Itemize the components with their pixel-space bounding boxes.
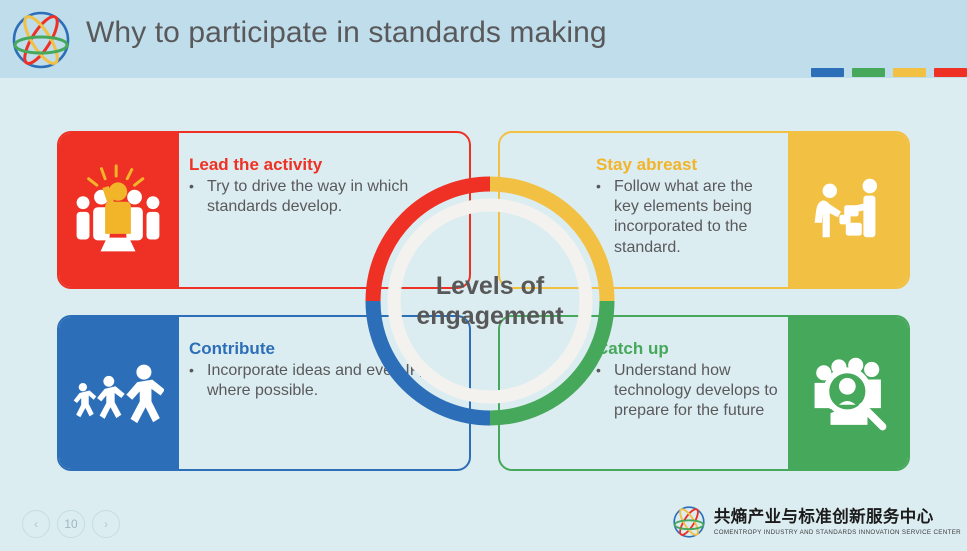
bullet-text: Incorporate ideas and even IP, where pos…	[207, 361, 423, 400]
header-band	[0, 0, 967, 78]
card-lead-body: Lead the activity • Try to drive the way…	[189, 133, 451, 287]
card-catchup-heading: Catch up	[596, 339, 669, 358]
card-lead-bullet: • Try to drive the way in which standard…	[189, 177, 451, 218]
page-title: Why to participate in standards making	[86, 16, 607, 49]
bullet-marker: •	[596, 177, 601, 194]
header-colorbars	[811, 68, 967, 77]
levels-of-engagement-donut: Levels of engagement	[357, 168, 623, 434]
chevron-right-icon[interactable]: ›	[92, 510, 120, 538]
card-stay-bullet: • Follow what are the key elements being…	[596, 177, 778, 259]
bullet-text: Understand how technology develops to pr…	[614, 361, 778, 420]
atom-orbit-logo-icon	[10, 9, 72, 71]
card-catchup-bullet: • Understand how technology develops to …	[596, 361, 778, 422]
brand-name-cn: 共熵产业与标准创新服务中心	[713, 508, 934, 527]
bullet-marker: •	[596, 361, 601, 378]
segment-blue	[365, 300, 491, 426]
brand-name-en: COMENTROPY INDUSTRY AND STANDARDS INNOVA…	[713, 528, 961, 536]
bar-yellow	[893, 68, 926, 77]
card-stay-body: Stay abreast • Follow what are the key e…	[596, 133, 778, 287]
two-people-handover-icon	[788, 133, 908, 287]
atom-orbit-logo-icon	[672, 505, 706, 539]
card-contribute[interactable]: Contribute • Incorporate ideas and even …	[57, 315, 471, 471]
brand-footer: 共熵产业与标准创新服务中心 COMENTROPY INDUSTRY AND ST…	[672, 505, 961, 539]
segment-green	[489, 300, 615, 426]
card-contribute-body: Contribute • Incorporate ideas and even …	[189, 317, 451, 469]
slide-navigation: ‹ 10 ›	[22, 510, 120, 538]
card-contribute-heading: Contribute	[189, 339, 275, 358]
bar-red	[934, 68, 967, 77]
bullet-text: Follow what are the key elements being i…	[614, 177, 753, 256]
card-contribute-bullet: • Incorporate ideas and even IP, where p…	[189, 361, 451, 402]
magnifier-over-group-icon	[788, 317, 908, 469]
card-lead-heading: Lead the activity	[189, 155, 323, 174]
bar-green	[852, 68, 885, 77]
leader-podium-people-icon	[59, 133, 179, 287]
bullet-text: Try to drive the way in which standards …	[207, 177, 409, 216]
page-number: 10	[57, 510, 85, 538]
people-walking-forward-icon	[59, 317, 179, 469]
bar-blue	[811, 68, 844, 77]
segment-yellow	[489, 176, 615, 302]
bullet-marker: •	[189, 361, 194, 378]
card-stay-heading: Stay abreast	[596, 155, 698, 174]
segment-red	[365, 176, 491, 302]
chevron-left-icon[interactable]: ‹	[22, 510, 50, 538]
bullet-marker: •	[189, 177, 194, 194]
brand-text: 共熵产业与标准创新服务中心 COMENTROPY INDUSTRY AND ST…	[714, 508, 961, 535]
card-catchup-body: Catch up • Understand how technology dev…	[596, 317, 778, 469]
